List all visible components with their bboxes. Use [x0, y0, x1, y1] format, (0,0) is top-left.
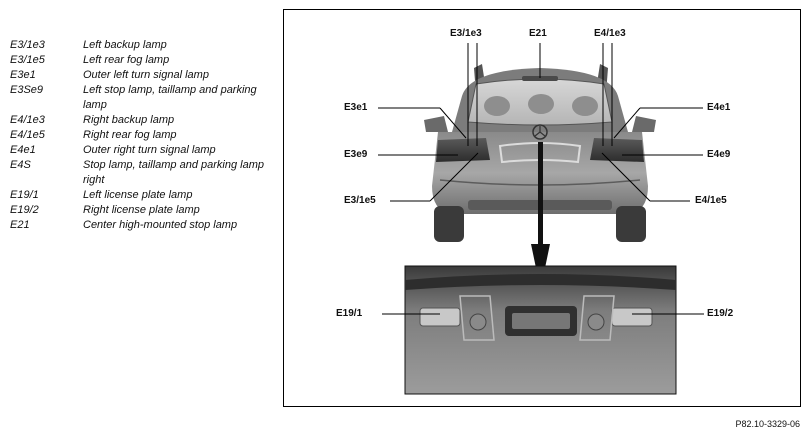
- legend-item: E4/1e5 Right rear fog lamp: [10, 128, 272, 143]
- legend-item: E19/1 Left license plate lamp: [10, 188, 272, 203]
- legend-code: E3Se9: [10, 84, 44, 96]
- legend-desc: Outer left turn signal lamp: [83, 69, 209, 81]
- leader-lines: [378, 43, 704, 315]
- legend-desc: Left rear fog lamp: [83, 54, 170, 66]
- legend-code: E21: [10, 219, 30, 231]
- connector-arrow: [531, 244, 550, 268]
- legend-item: E21 Center high-mounted stop lamp: [10, 218, 272, 233]
- connector-line: [538, 142, 543, 246]
- figure-reference: P82.10-3329-06: [735, 419, 800, 429]
- legend-desc: Left stop lamp, taillamp and parking lam…: [83, 84, 257, 111]
- callout-e21: E21: [529, 28, 547, 39]
- legend-item: E3e1 Outer left turn signal lamp: [10, 68, 272, 83]
- legend-desc: Right rear fog lamp: [83, 129, 177, 141]
- legend-item: E4S Stop lamp, taillamp and parking lamp…: [10, 158, 272, 188]
- license-plate-detail: [404, 265, 677, 395]
- car-rear-view: [424, 64, 656, 242]
- legend-desc: Left backup lamp: [83, 39, 167, 51]
- legend-item: E4e1 Outer right turn signal lamp: [10, 143, 272, 158]
- callout-e19-2: E19/2: [707, 308, 734, 319]
- callout-e3e1: E3e1: [344, 102, 368, 113]
- legend-code: E3/1e3: [10, 39, 45, 51]
- legend-item: E3/1e5 Left rear fog lamp: [10, 53, 272, 68]
- legend-code: E4/1e5: [10, 129, 45, 141]
- legend-code: E4/1e3: [10, 114, 45, 126]
- legend-code: E3/1e5: [10, 54, 45, 66]
- callout-e19-1: E19/1: [336, 308, 363, 319]
- legend-desc: Right backup lamp: [83, 114, 175, 126]
- legend-desc: Stop lamp, taillamp and parking lamp rig…: [83, 159, 264, 186]
- legend-item: E3Se9 Left stop lamp, taillamp and parki…: [10, 83, 272, 113]
- legend-code: E19/1: [10, 189, 39, 201]
- callout-e4e9: E4e9: [707, 149, 731, 160]
- legend-list: E3/1e3 Left backup lamp E3/1e5 Left rear…: [10, 38, 272, 233]
- callout-e4e1: E4e1: [707, 102, 731, 113]
- legend-item: E3/1e3 Left backup lamp: [10, 38, 272, 53]
- legend-item: E4/1e3 Right backup lamp: [10, 113, 272, 128]
- legend-desc: Left license plate lamp: [83, 189, 193, 201]
- legend-code: E3e1: [10, 69, 36, 81]
- callout-e3e9: E3e9: [344, 149, 368, 160]
- callout-e3-1e3: E3/1e3: [450, 28, 482, 39]
- legend-desc: Right license plate lamp: [83, 204, 200, 216]
- legend-desc: Outer right turn signal lamp: [83, 144, 216, 156]
- callout-e3-1e5: E3/1e5: [344, 195, 376, 206]
- legend-item: E19/2 Right license plate lamp: [10, 203, 272, 218]
- legend-code: E19/2: [10, 204, 39, 216]
- callout-e4-1e5: E4/1e5: [695, 195, 727, 206]
- legend-desc: Center high-mounted stop lamp: [83, 219, 238, 231]
- callout-e4-1e3: E4/1e3: [594, 28, 626, 39]
- legend-code: E4S: [10, 159, 31, 171]
- legend-code: E4e1: [10, 144, 36, 156]
- figure-frame: [283, 9, 801, 407]
